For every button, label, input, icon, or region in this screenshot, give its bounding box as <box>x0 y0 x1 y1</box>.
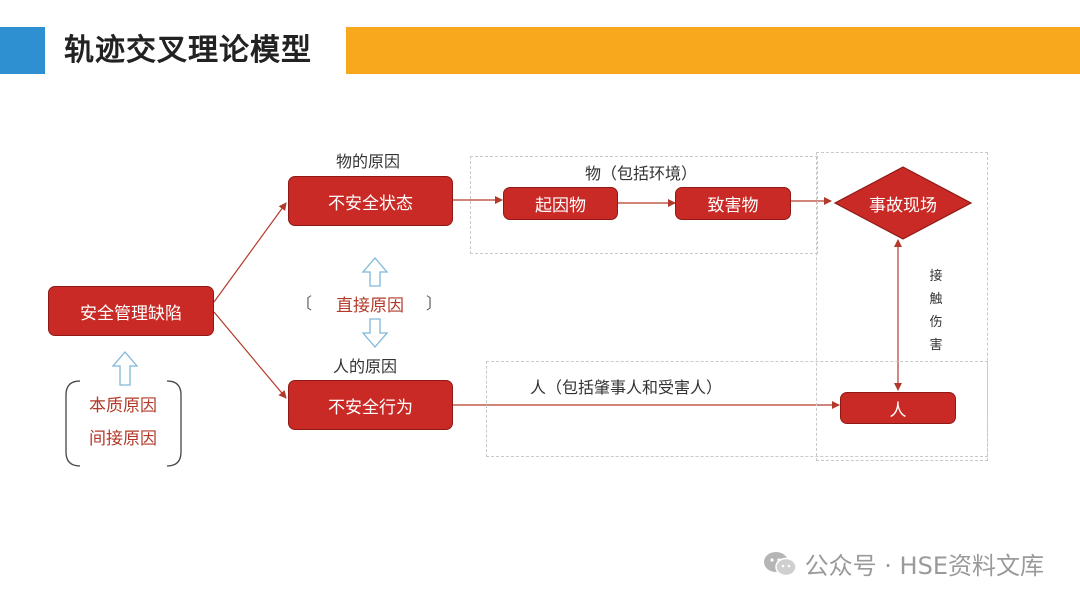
page-title: 轨迹交叉理论模型 <box>64 33 312 68</box>
header-accent-orange <box>346 27 1080 74</box>
arrow-root-to-state <box>213 202 287 303</box>
human-cause-label: 人的原因 <box>333 357 398 376</box>
arrow-root-to-act <box>213 311 287 399</box>
watermark-text: 公众号 · HSE资料文库 <box>804 552 1044 580</box>
wechat-icon <box>763 551 797 576</box>
essential-cause-label: 本质原因 <box>89 396 157 416</box>
accident-region <box>816 152 988 461</box>
object-track-region <box>470 156 818 254</box>
person-node: 人 <box>840 392 956 424</box>
contact-harm-label: 接 触 伤 害 <box>929 269 943 353</box>
indirect-cause-label: 间接原因 <box>89 429 157 449</box>
cause-object-node: 起因物 <box>503 187 618 220</box>
harm-object-node: 致害物 <box>675 187 791 220</box>
up-arrow-outline-icon <box>111 351 139 386</box>
watermark: 公众号 · HSE资料文库 <box>763 546 1044 581</box>
object-track-label: 物（包括环境） <box>585 164 698 183</box>
direct-cause-label: 直接原因 <box>336 296 404 316</box>
person-track-label: 人（包括肇事人和受害人） <box>530 378 723 397</box>
bracket-left: 〔 <box>296 294 313 313</box>
accident-site-diamond <box>833 166 973 240</box>
up-arrow-outline-icon <box>361 257 389 287</box>
accident-site-label: 事故现场 <box>869 195 937 216</box>
object-cause-label: 物的原因 <box>336 152 401 171</box>
unsafe-act-node: 不安全行为 <box>288 380 453 430</box>
unsafe-state-node: 不安全状态 <box>288 176 453 226</box>
bracket-right: 〕 <box>426 294 443 313</box>
header-accent-blue <box>0 27 45 74</box>
left-brace <box>65 380 81 467</box>
root-node: 安全管理缺陷 <box>48 286 214 336</box>
down-arrow-outline-icon <box>361 318 389 348</box>
right-brace <box>166 380 182 467</box>
person-track-region <box>486 361 988 457</box>
